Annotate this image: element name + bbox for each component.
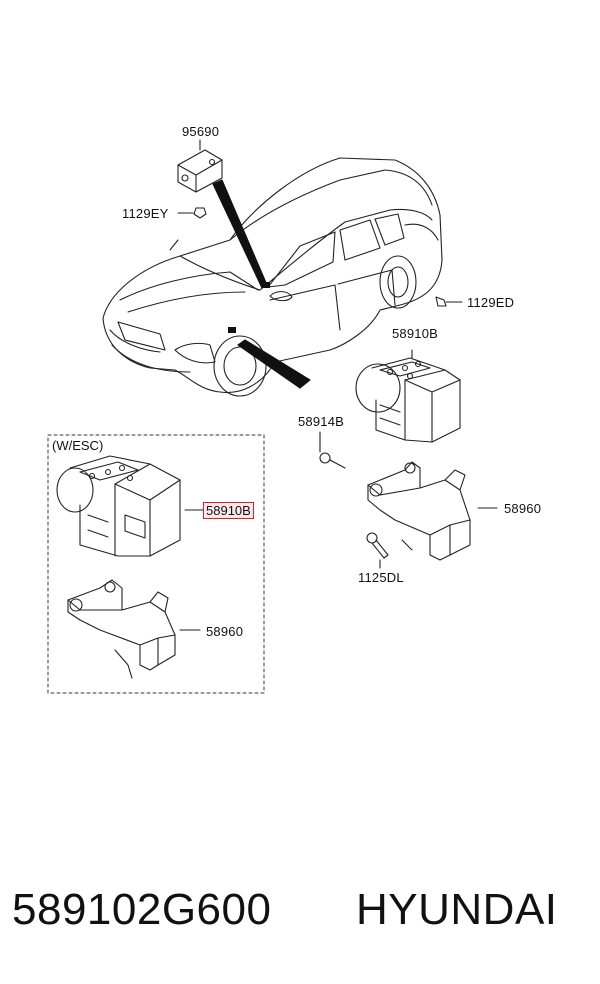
hecu-58910B-esc <box>56 455 204 557</box>
parts-diagram: 95690 1129EY 1129ED 58910B 58914B 58960 … <box>47 124 542 694</box>
brand-name: HYUNDAI <box>356 885 558 934</box>
label-1129EY: 1129EY <box>122 206 169 221</box>
bracket-58960-esc <box>67 579 201 679</box>
label-58960-right: 58960 <box>504 501 542 516</box>
hecu-58910B-upper <box>355 349 461 443</box>
label-58910B-esc-highlighted: 58910B <box>203 502 254 519</box>
pointer-stripe-lower <box>237 339 311 389</box>
bolt-58914B <box>319 431 346 469</box>
label-58914B: 58914B <box>298 414 345 429</box>
label-58960-esc: 58960 <box>206 624 244 639</box>
car-illustration <box>102 157 443 397</box>
diagram-drawing <box>47 139 498 694</box>
pointer-stripe-upper <box>212 179 268 289</box>
bracket-58960-right <box>367 461 498 561</box>
label-1129ED: 1129ED <box>467 295 515 310</box>
bolt-1125DL <box>366 532 389 569</box>
esc-variant-box <box>47 434 265 694</box>
part-number: 589102G600 <box>12 885 272 934</box>
variant-label-wesc: (W/ESC) <box>52 438 104 453</box>
bolt-1129EY <box>193 207 207 219</box>
sensor-95690 <box>177 139 223 193</box>
label-58910B-upper: 58910B <box>392 326 439 341</box>
label-1125DL: 1125DL <box>358 570 404 585</box>
footer: 589102G600 HYUNDAI <box>0 880 600 940</box>
bolt-1129ED <box>435 296 463 307</box>
label-95690: 95690 <box>182 124 220 139</box>
